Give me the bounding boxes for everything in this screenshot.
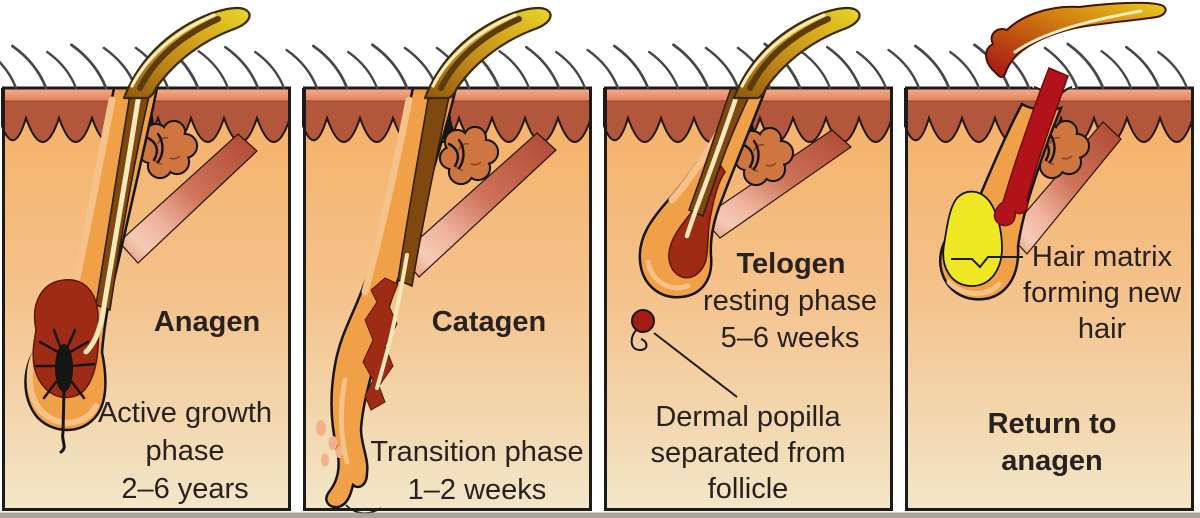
hair-matrix-callout-line: Hair matrix [1031, 241, 1173, 273]
telogen-follicle [638, 86, 768, 299]
stubble-hairs [586, 42, 888, 90]
panel-anagen-illustration [0, 8, 291, 513]
hair-shaft-above-skin [734, 8, 860, 98]
telogen-callout-line: follicle [707, 473, 789, 505]
arrector-pili-muscle [1007, 121, 1122, 255]
arrector-pili-muscle [701, 129, 852, 239]
telogen-subtitle-line: 5–6 weeks [720, 322, 860, 354]
hair-medulla [375, 253, 409, 390]
shed-club-hair [985, 1, 1167, 78]
telogen-subtitle-line: resting phase [702, 285, 878, 317]
follicle-remnant-spots [316, 420, 343, 467]
catagen-title: Catagen [431, 306, 547, 338]
hair-medulla [83, 91, 142, 355]
stubble-hairs [887, 42, 1189, 90]
telogen-callout-line: separated from [650, 437, 846, 469]
panel-return-anagen-illustration [887, 1, 1194, 513]
anagen-caption-line: 2–6 years [121, 473, 249, 505]
arrector-pili-muscle [118, 133, 258, 264]
bottom-edge-artifact [0, 512, 1200, 518]
panel-catagen-illustration [285, 8, 592, 514]
telogen-callout: Dermal popilla separated from follicle [650, 399, 845, 507]
telogen-title: Telogen [736, 248, 846, 280]
hair-matrix-callout: Hair matrix forming new hair [1023, 239, 1181, 347]
hair-matrix [942, 190, 1003, 287]
callout-pointer-line [653, 332, 738, 398]
hair-shaft-root [397, 87, 452, 288]
return-anagen-title-line: Return to [987, 408, 1117, 440]
catagen-follicle [316, 86, 458, 514]
dermal-papilla-ball [631, 309, 655, 333]
panel-telogen-illustration [586, 8, 893, 513]
return-anagen-title-line: anagen [1001, 445, 1103, 477]
hair-matrix-callout-line: hair [1077, 313, 1127, 345]
hair-medulla [684, 92, 740, 239]
catagen-caption-line: 1–2 weeks [407, 474, 547, 506]
callout-pointer-line [951, 256, 1023, 269]
anagen-caption-line: phase [145, 435, 225, 467]
hair-matrix-callout-line: forming new [1023, 277, 1181, 309]
hair-bulb-matrix [32, 279, 100, 399]
anagen-title: Anagen [153, 306, 261, 338]
dermal-papilla [34, 328, 96, 454]
anagen-caption: Active growth phase 2–6 years [98, 394, 272, 508]
return-anagen-title: Return to anagen [988, 406, 1117, 480]
telogen-subtitle: resting phase 5–6 weeks [703, 283, 877, 357]
telogen-callout-line: Dermal popilla [655, 401, 841, 433]
anagen-caption-line: Active growth [97, 397, 273, 429]
arrector-pili-muscle [400, 132, 557, 278]
catagen-caption-line: Transition phase [370, 436, 584, 468]
anagen-follicle [24, 86, 159, 454]
old-club-hair-in-follicle [993, 67, 1069, 227]
catagen-caption: Transition phase 1–2 weeks [370, 433, 583, 509]
dermal-papilla-tail [630, 328, 648, 352]
